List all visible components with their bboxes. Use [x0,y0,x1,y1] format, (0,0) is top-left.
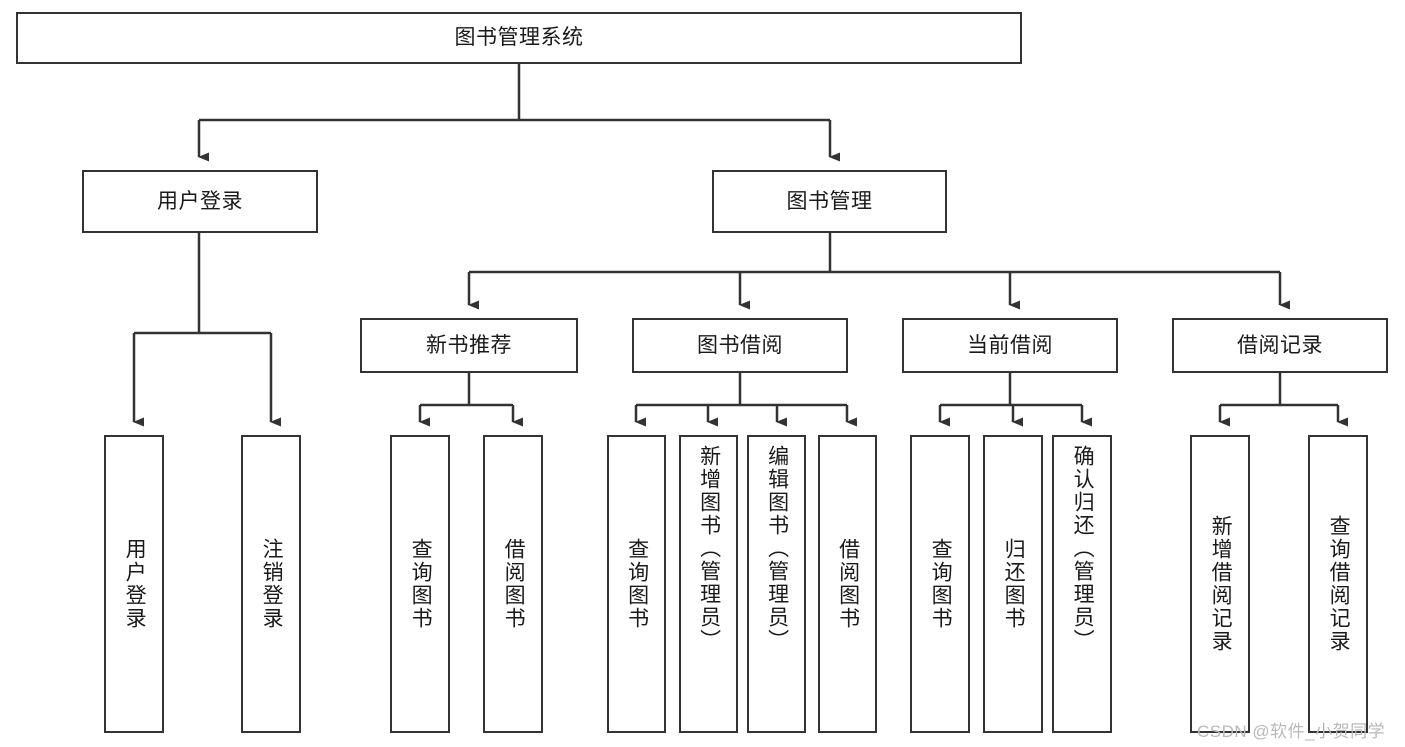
node-label: 图书管理系统 [454,26,584,50]
node-label: 查询借阅记录 [1327,515,1351,653]
watermark-text: CSDN @软件_小贺同学 [1197,722,1386,741]
node-label: 注销登录 [260,538,284,630]
node-leaf-confirm-return-admin[interactable]: 确认归还（管理员） [1052,435,1112,733]
node-label: 用户登录 [157,189,243,213]
node-label: 查询图书 [625,538,649,630]
node-new-book-recommend[interactable]: 新书推荐 [360,318,578,373]
node-label: 用户登录 [123,538,147,630]
node-book-management-system[interactable]: 图书管理系统 [16,12,1022,64]
node-user-login[interactable]: 用户登录 [82,170,318,233]
node-book-management[interactable]: 图书管理 [712,170,947,233]
node-label: 查询图书 [929,538,953,630]
node-leaf-query-borrow-record[interactable]: 查询借阅记录 [1308,435,1368,733]
node-leaf-return-book[interactable]: 归还图书 [983,435,1043,733]
node-leaf-user-login[interactable]: 用户登录 [104,435,164,733]
node-label: 借阅图书 [502,538,526,630]
node-leaf-query-book-current[interactable]: 查询图书 [910,435,970,733]
node-borrow-record[interactable]: 借阅记录 [1172,318,1388,373]
node-current-borrow[interactable]: 当前借阅 [902,318,1118,373]
node-leaf-borrow-book-rec[interactable]: 借阅图书 [483,435,543,733]
node-label: 新增借阅记录 [1209,515,1233,653]
node-label: 新增图书（管理员） [697,445,721,652]
node-leaf-edit-book-admin[interactable]: 编辑图书（管理员） [747,435,806,733]
node-label: 当前借阅 [967,333,1053,357]
node-label: 图书管理 [786,189,873,213]
node-leaf-query-book-borrow[interactable]: 查询图书 [607,435,666,733]
node-leaf-add-borrow-record[interactable]: 新增借阅记录 [1190,435,1250,733]
node-leaf-logout[interactable]: 注销登录 [241,435,301,733]
node-label: 编辑图书（管理员） [765,445,789,652]
node-label: 借阅图书 [836,538,860,630]
node-leaf-query-book-rec[interactable]: 查询图书 [390,435,450,733]
node-label: 新书推荐 [426,333,512,357]
node-leaf-borrow-book[interactable]: 借阅图书 [818,435,877,733]
node-label: 查询图书 [409,538,433,630]
node-label: 确认归还（管理员） [1071,445,1095,652]
node-label: 借阅记录 [1237,333,1323,357]
node-label: 图书借阅 [697,333,783,357]
node-book-borrow[interactable]: 图书借阅 [632,318,848,373]
node-label: 归还图书 [1002,538,1026,630]
node-leaf-add-book-admin[interactable]: 新增图书（管理员） [679,435,738,733]
